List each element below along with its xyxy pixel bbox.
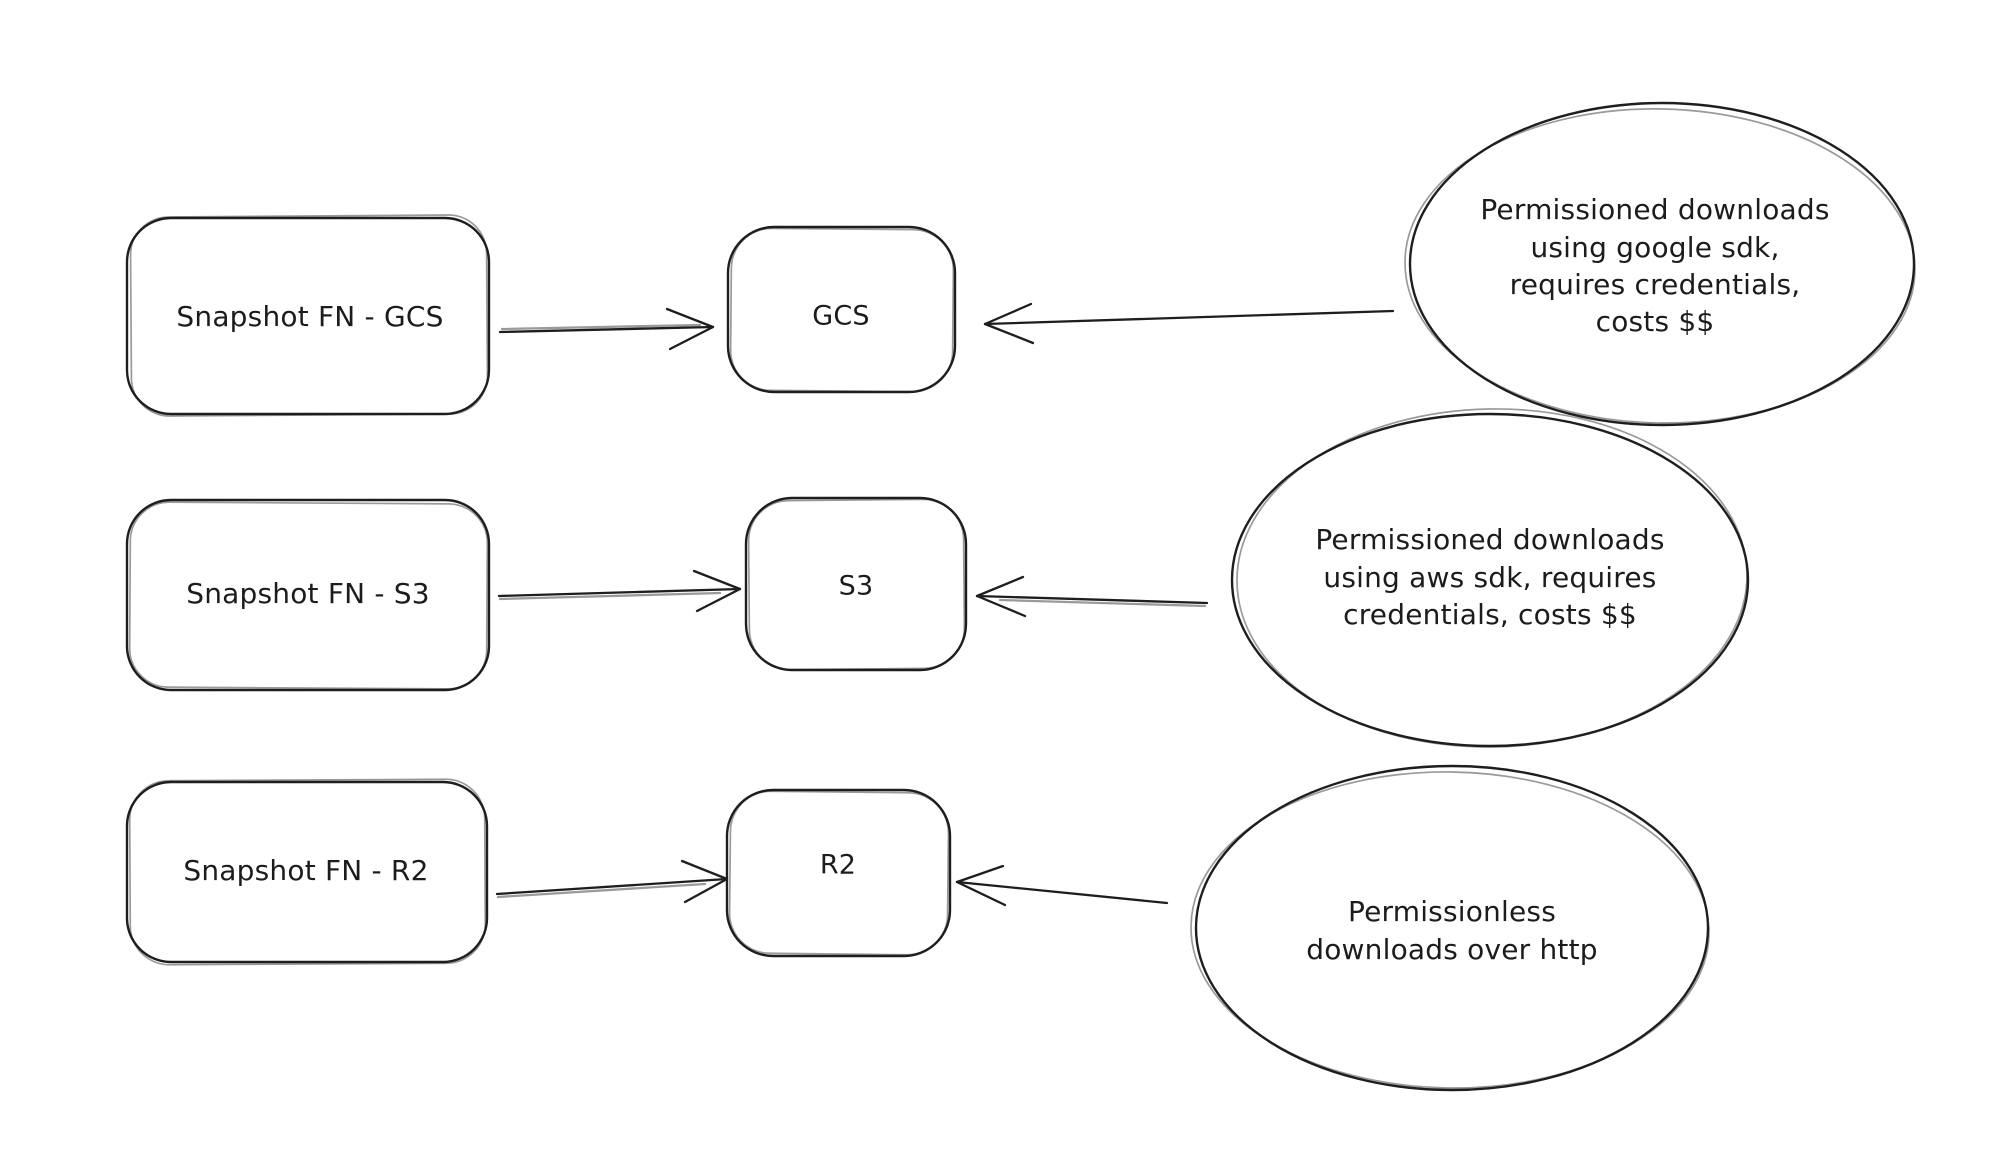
note-line: credentials, costs $$: [1343, 598, 1637, 631]
source-box-s3: [125, 498, 491, 692]
source-box-r2: [125, 778, 489, 966]
note-text-gcs: Permissioned downloads using google sdk,…: [1480, 193, 1829, 338]
arrow-snapshot-s3-to-s3: [497, 569, 742, 613]
note-ellipse-gcs: [1404, 101, 1916, 427]
arrow-snapshot-r2-to-r2: [495, 859, 729, 904]
target-box-s3: [744, 496, 968, 672]
note-text-r2: Permissionless downloads over http: [1306, 895, 1598, 966]
note-line: Permissioned downloads: [1315, 523, 1664, 556]
note-line: requires credentials,: [1510, 268, 1801, 301]
source-box-label-gcs: Snapshot FN - GCS: [176, 300, 443, 333]
target-box-label-r2: R2: [820, 850, 856, 881]
target-box-label-s3: S3: [839, 571, 874, 602]
labels-layer: Snapshot FN - GCS GCS Permissioned downl…: [176, 193, 1829, 966]
source-box-label-s3: Snapshot FN - S3: [186, 577, 430, 610]
shapes-layer: [125, 101, 1916, 1092]
target-box-r2: [725, 788, 952, 958]
target-box-label-gcs: GCS: [812, 301, 870, 332]
note-line: using aws sdk, requires: [1323, 561, 1656, 594]
arrow-note-to-s3: [975, 575, 1209, 618]
note-line: using google sdk,: [1530, 231, 1779, 264]
note-line: Permissionless: [1348, 895, 1556, 928]
source-box-label-r2: Snapshot FN - R2: [183, 854, 428, 887]
note-text-s3: Permissioned downloads using aws sdk, re…: [1315, 523, 1664, 631]
arrow-snapshot-gcs-to-gcs: [498, 307, 715, 351]
target-box-gcs: [726, 225, 957, 394]
note-line: Permissioned downloads: [1480, 193, 1829, 226]
note-line: downloads over http: [1306, 933, 1598, 966]
arrow-note-to-gcs: [983, 302, 1395, 345]
note-line: costs $$: [1596, 305, 1715, 338]
note-ellipse-r2: [1190, 764, 1710, 1092]
source-box-gcs: [125, 214, 491, 417]
arrow-note-to-r2: [955, 864, 1169, 907]
note-ellipse-s3: [1230, 408, 1750, 748]
